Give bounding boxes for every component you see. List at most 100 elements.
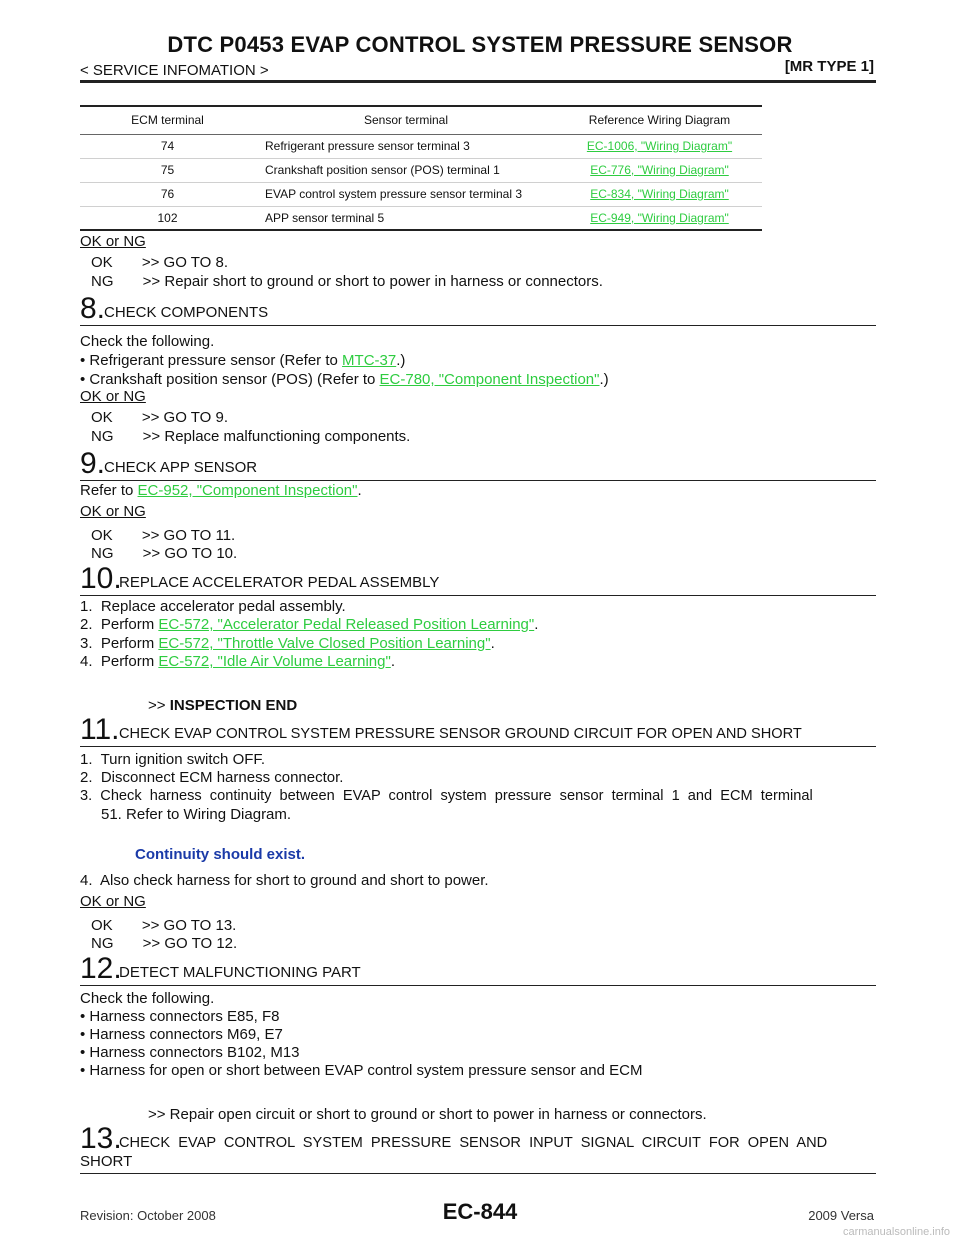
wiring-diagram-link[interactable]: EC-776, "Wiring Diagram" (590, 163, 729, 177)
column-header: ECM terminal (80, 105, 255, 135)
step-12-bullet: • Harness connectors M69, E7 (80, 1026, 283, 1043)
step-9-body: Refer to EC-952, "Component Inspection". (80, 482, 362, 499)
item-text: 4. Perform (80, 653, 159, 670)
step-number: 13. (80, 1122, 122, 1155)
sensor-terminal-cell: Crankshaft position sensor (POS) termina… (255, 158, 557, 183)
bullet-text: .) (599, 371, 609, 388)
step-11-item-3: 3. Check harness continuity between EVAP… (80, 788, 813, 804)
bullet-text: • Refrigerant pressure sensor (Refer to (80, 352, 343, 369)
step-title: CHECK EVAP CONTROL SYSTEM PRESSURE SENSO… (119, 1135, 828, 1151)
step-10-item-1: 1. Replace accelerator pedal assembly. (80, 598, 346, 615)
ok-result: OK >> GO TO 13. (91, 917, 237, 934)
step-10-heading: 10. REPLACE ACCELERATOR PEDAL ASSEMBLY (80, 564, 876, 596)
ok-or-ng-label: OK or NG (80, 388, 146, 405)
section-subtitle: < SERVICE INFOMATION > (80, 62, 269, 79)
sensor-terminal-cell: EVAP control system pressure sensor term… (255, 182, 557, 207)
ok-or-ng-label: OK or NG (80, 893, 146, 910)
step-title: DETECT MALFUNCTIONING PART (119, 964, 361, 981)
page-number: EC-844 (442, 1199, 518, 1224)
step-title: REPLACE ACCELERATOR PEDAL ASSEMBLY (119, 574, 440, 591)
wiring-diagram-link[interactable]: EC-949, "Wiring Diagram" (590, 210, 729, 225)
step-12-heading: 12. DETECT MALFUNCTIONING PART (80, 954, 876, 986)
step-11-item-3-cont: 51. Refer to Wiring Diagram. (101, 806, 292, 823)
ng-result: NG >> GO TO 12. (91, 935, 238, 952)
item-text: . (490, 635, 495, 652)
step-title: CHECK EVAP CONTROL SYSTEM PRESSURE SENSO… (119, 726, 802, 742)
body-text: Refer to (80, 482, 138, 499)
ecm-terminal-cell: 74 (80, 134, 255, 159)
step-title-cont: SHORT (80, 1153, 133, 1170)
wiring-reference-table: ECM terminal Sensor terminal Reference W… (80, 105, 762, 231)
step-8-bullet-2: • Crankshaft position sensor (POS) (Refe… (80, 371, 609, 388)
ng-result: NG >> Repair short to ground or short to… (91, 273, 603, 290)
step-11-item-2: 2. Disconnect ECM harness connector. (80, 769, 344, 786)
watermark: carmanualsonline.info (842, 1226, 950, 1238)
ng-result: NG >> Replace malfunctioning components. (91, 428, 411, 445)
header-divider (80, 80, 876, 83)
item-text: . (390, 653, 395, 670)
step-12-bullet: • Harness connectors E85, F8 (80, 1008, 280, 1025)
step-11-heading: 11. CHECK EVAP CONTROL SYSTEM PRESSURE S… (80, 715, 876, 747)
ec-952-link[interactable]: EC-952, "Component Inspection" (137, 482, 358, 499)
ok-result: OK >> GO TO 8. (91, 254, 228, 271)
ok-result: OK >> GO TO 9. (91, 409, 228, 426)
step-10-item-3: 3. Perform EC-572, "Throttle Valve Close… (80, 635, 495, 652)
body-text: . (357, 482, 362, 499)
result-text: INSPECTION END (169, 697, 298, 714)
step-10-item-2: 2. Perform EC-572, "Accelerator Pedal Re… (80, 616, 538, 633)
ecm-terminal-cell: 76 (80, 182, 255, 207)
step-8-bullet-1: • Refrigerant pressure sensor (Refer to … (80, 352, 405, 369)
revision-date: Revision: October 2008 (80, 1208, 216, 1223)
item-text: . (534, 616, 539, 633)
sensor-terminal-cell: Refrigerant pressure sensor terminal 3 (255, 134, 557, 159)
ok-result: OK >> GO TO 11. (91, 527, 236, 544)
step-12-result: >> Repair open circuit or short to groun… (148, 1106, 707, 1123)
continuity-spec: Continuity should exist. (135, 846, 306, 863)
wiring-diagram-link[interactable]: EC-1006, "Wiring Diagram" (586, 139, 733, 153)
step-11-item-4: 4. Also check harness for short to groun… (80, 872, 489, 889)
page-title: DTC P0453 EVAP CONTROL SYSTEM PRESSURE S… (167, 32, 793, 57)
step-12-intro: Check the following. (80, 990, 215, 1007)
step-number: 9. (80, 447, 106, 480)
wiring-diagram-link[interactable]: EC-834, "Wiring Diagram" (590, 187, 729, 201)
item-text: 2. Perform (80, 616, 159, 633)
step-8-intro: Check the following. (80, 333, 215, 350)
model-tag: [MR TYPE 1] (784, 58, 874, 75)
ecm-terminal-cell: 102 (80, 206, 255, 231)
table-row: 102 APP sensor terminal 5 EC-949, "Wirin… (80, 206, 762, 231)
step-title: CHECK COMPONENTS (104, 304, 269, 321)
bullet-text: .) (396, 352, 406, 369)
step-number: 12. (80, 952, 122, 985)
step-10-item-4: 4. Perform EC-572, "Idle Air Volume Lear… (80, 653, 395, 670)
ecm-terminal-cell: 75 (80, 158, 255, 183)
column-header: Sensor terminal (255, 105, 557, 135)
inspection-end: >> INSPECTION END (148, 697, 297, 714)
step-12-bullet: • Harness for open or short between EVAP… (80, 1062, 643, 1079)
ec-572-pedal-link[interactable]: EC-572, "Accelerator Pedal Released Posi… (158, 616, 535, 633)
ec-572-throttle-link[interactable]: EC-572, "Throttle Valve Closed Position … (158, 635, 491, 652)
sensor-terminal-cell: APP sensor terminal 5 (255, 206, 557, 231)
bullet-text: • Crankshaft position sensor (POS) (Refe… (80, 371, 380, 388)
step-11-item-1: 1. Turn ignition switch OFF. (80, 751, 266, 768)
ok-or-ng-label: OK or NG (80, 503, 146, 520)
ok-or-ng-label: OK or NG (80, 233, 146, 250)
table-row: 76 EVAP control system pressure sensor t… (80, 182, 762, 207)
ec-572-idle-link[interactable]: EC-572, "Idle Air Volume Learning" (158, 653, 391, 670)
step-number: 8. (80, 292, 106, 325)
table-header-row: ECM terminal Sensor terminal Reference W… (80, 105, 762, 135)
step-8-heading: 8. CHECK COMPONENTS (80, 294, 876, 326)
result-arrow: >> (148, 697, 170, 714)
mtc-37-link[interactable]: MTC-37 (342, 352, 397, 369)
item-text: 3. Perform (80, 635, 159, 652)
table-row: 74 Refrigerant pressure sensor terminal … (80, 134, 762, 159)
step-9-heading: 9. CHECK APP SENSOR (80, 449, 876, 481)
step-13-heading: 13. CHECK EVAP CONTROL SYSTEM PRESSURE S… (80, 1124, 876, 1174)
ng-result: NG >> GO TO 10. (91, 545, 238, 562)
column-header: Reference Wiring Diagram (557, 105, 762, 135)
step-number: 10. (80, 562, 122, 595)
step-title: CHECK APP SENSOR (104, 459, 258, 476)
vehicle-model: 2009 Versa (808, 1208, 874, 1223)
ec-780-link[interactable]: EC-780, "Component Inspection" (379, 371, 600, 388)
table-row: 75 Crankshaft position sensor (POS) term… (80, 158, 762, 183)
step-12-bullet: • Harness connectors B102, M13 (80, 1044, 300, 1061)
